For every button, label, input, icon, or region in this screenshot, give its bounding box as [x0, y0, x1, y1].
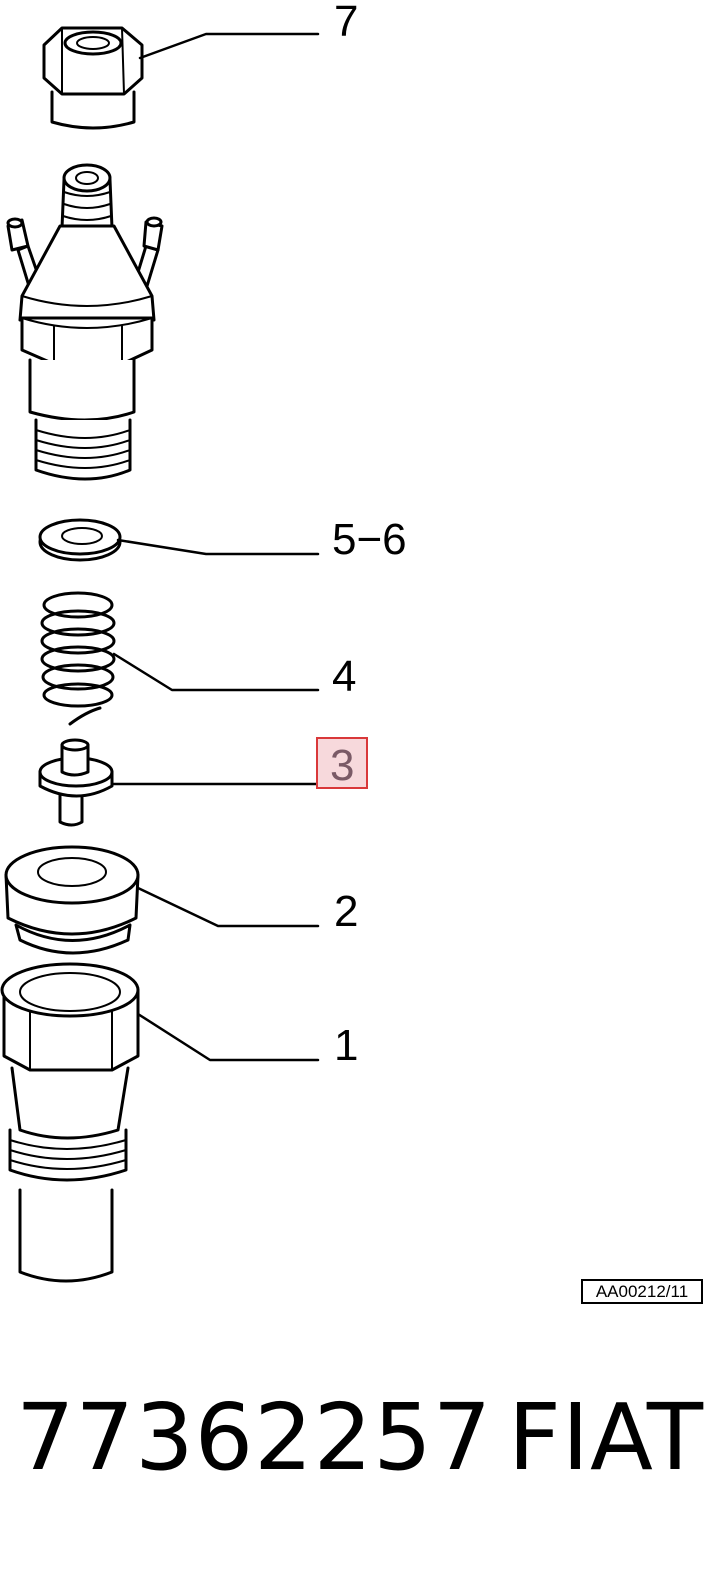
callout-5-6: 5−6 — [332, 515, 407, 564]
part-3-pin — [38, 738, 114, 827]
callout-2: 2 — [334, 887, 359, 936]
callout-1: 1 — [334, 1021, 359, 1070]
leader-4 — [112, 652, 320, 692]
part-5-6-washer — [38, 518, 122, 562]
brand: FIAT — [508, 1384, 705, 1491]
leader-2 — [136, 886, 320, 928]
callout-7: 7 — [334, 0, 359, 46]
highlight-box — [316, 737, 368, 789]
callout-3: 3 — [330, 741, 355, 790]
leader-5-6 — [116, 538, 320, 556]
leader-7 — [138, 32, 320, 60]
leader-lines — [110, 32, 320, 1062]
part-2-capnut — [4, 845, 140, 955]
injector-body — [6, 163, 164, 481]
part-7-nut — [42, 26, 144, 130]
part-4-spring — [40, 591, 116, 726]
callout-4: 4 — [332, 652, 357, 701]
reference-code: AA00212/11 — [581, 1279, 703, 1304]
part-1-holder — [0, 962, 140, 1283]
leader-1 — [136, 1012, 320, 1062]
part-number: 77362257 — [16, 1384, 493, 1491]
